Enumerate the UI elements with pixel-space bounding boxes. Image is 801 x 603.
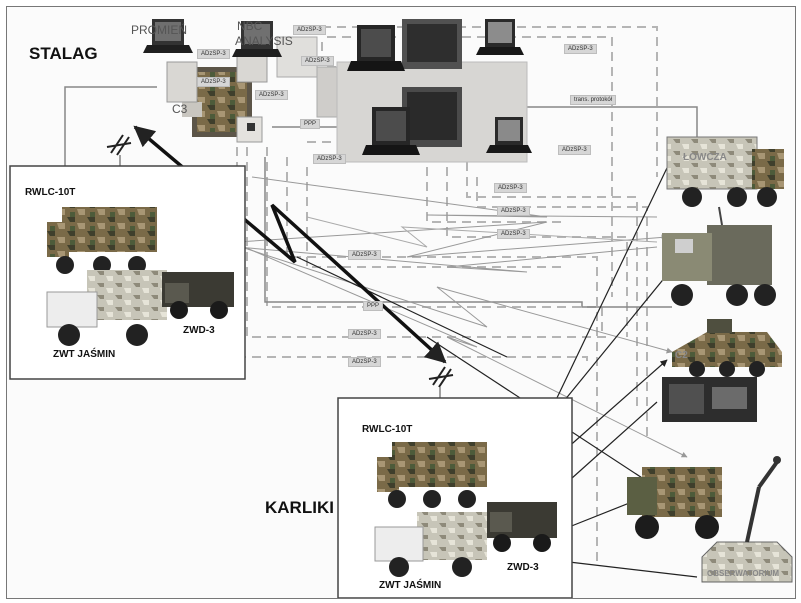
- protocol-tag: ADzSP-3: [497, 206, 530, 216]
- zwd-bottom-label: ZWD-3: [507, 562, 539, 573]
- vehicle-truck-5: [627, 467, 722, 539]
- protocol-tag: ADzSP-3: [313, 154, 346, 164]
- antenna-icon: [429, 367, 453, 387]
- protocol-tag: ADzSP-3: [301, 56, 334, 66]
- protocol-tag: ADzSP-3: [293, 25, 326, 35]
- protocol-tag: ADzSP-3: [497, 229, 530, 239]
- zwt-bottom-label: ZWT JAŚMIN: [379, 580, 441, 591]
- protocol-tag: ADzSP-3: [197, 77, 230, 87]
- rwlc-truck-bottom: [377, 442, 487, 508]
- protocol-tag: ADzSP-3: [348, 329, 381, 339]
- protocol-tag: ADzSP-3: [494, 183, 527, 193]
- network-diagram: [7, 7, 795, 598]
- protocol-tag: ADzSP-3: [197, 49, 230, 59]
- vehicle-c2-apc: [672, 319, 782, 377]
- protocol-tag: ADzSP-3: [255, 90, 288, 100]
- diagram-frame: STALAG PROMIEŃ NBC ANALYSIS C3 RWLC-10T …: [6, 6, 796, 599]
- obserwatorium-overlay-label: OBSERWATORIUM: [707, 569, 779, 578]
- lowcza-overlay-label: ŁOWCZA: [683, 152, 727, 163]
- workstation-nbc-label: NBC: [237, 19, 262, 33]
- rwlc-truck-top: [47, 207, 157, 274]
- rwlc-bottom-label: RWLC-10T: [362, 424, 412, 435]
- protocol-tag: ADzSP-3: [348, 250, 381, 260]
- karliki-title: KARLIKI: [265, 498, 334, 518]
- zwt-top-label: ZWT JAŚMIN: [53, 349, 115, 360]
- laptop-stalag-1: [347, 25, 405, 71]
- vehicle-console: [662, 377, 757, 422]
- ppp-tag: PPP: [363, 301, 383, 311]
- vehicle-truck-2: [662, 207, 776, 306]
- vehicle-lowcza: [667, 137, 784, 207]
- protocol-tag: ADzSP-3: [348, 357, 381, 367]
- zwd-top-label: ZWD-3: [183, 325, 215, 336]
- node-c3-label: C3: [172, 102, 187, 116]
- protocol-tag: ADzSP-3: [564, 44, 597, 54]
- ppp-tag: PPP: [300, 119, 320, 129]
- c2-overlay-label: C2: [675, 350, 688, 361]
- workstation-promien-label: PROMIEŃ: [131, 23, 187, 37]
- rwlc-top-label: RWLC-10T: [25, 187, 75, 198]
- stalag-title: STALAG: [29, 44, 98, 64]
- protocol-tag: ADzSP-3: [558, 145, 591, 155]
- antenna-icon: [107, 135, 131, 155]
- stalag-equipment: [167, 19, 527, 162]
- workstation-analysis-label: ANALYSIS: [235, 34, 293, 48]
- transparent-protocol-tag: trans. protokół: [570, 95, 616, 105]
